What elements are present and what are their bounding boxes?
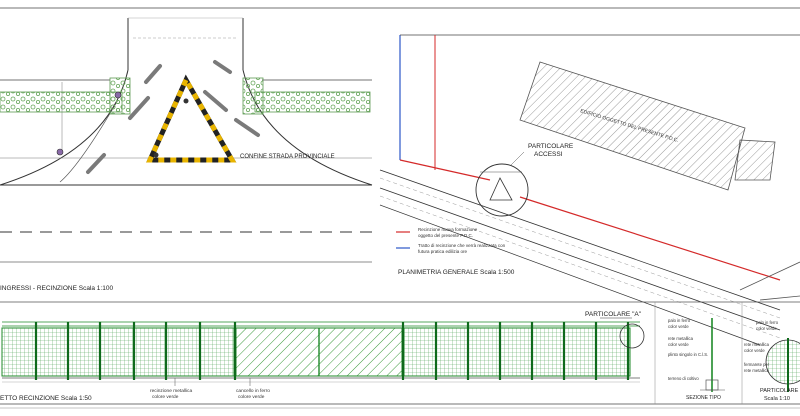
cancello-label: cancello in ferro (236, 388, 270, 394)
det-label-5: fermarete per (744, 362, 770, 367)
detail-a-circle (619, 323, 645, 349)
site-plan: EDIFICIO OGGETTO DEL PRESENTE P.D.C. PAR… (379, 34, 800, 346)
sec-label-4: color verde (668, 342, 689, 347)
traffic-arrows (86, 60, 260, 174)
legend-blue-text: Tratto di recinzione che verrà realizzat… (418, 243, 506, 248)
detail-title: PARTICOLARE (760, 388, 799, 394)
recinzione-label-2: colore verde (152, 394, 179, 400)
red-fence-line (399, 159, 491, 181)
accessi-detail-circle (475, 163, 529, 217)
prospetto-title: ETTO RECINZIONE Scala 1:50 (0, 395, 92, 402)
det-label-1: palo in ferro (756, 320, 779, 325)
legend-blue-text-2: futura pratica edilizia ore (418, 249, 468, 254)
det-label-4: color verde (744, 348, 765, 353)
det-label-2: color verde (756, 326, 777, 331)
sec-label-6: terreno di coltivo (668, 376, 699, 381)
planimetria-title: PLANIMETRIA GENERALE Scala 1:500 (398, 269, 515, 276)
legend-red-text: Recinzione nuova formazione (418, 227, 478, 232)
particolare-a-label: PARTICOLARE "A" (585, 311, 642, 318)
sezione-tipo-title: SEZIONE TIPO (686, 395, 721, 401)
building (519, 61, 746, 191)
ingressi-title: INGRESSI - RECINZIONE Scala 1:100 (0, 285, 113, 292)
entrance-plan: CONFINE STRADA PROVINCIALE INGRESSI - RE… (0, 17, 373, 292)
cancello-label-2: colore verde (238, 394, 265, 400)
hedge-left (0, 91, 123, 113)
accessi-label-1: PARTICOLARE (528, 143, 574, 150)
fence-mesh-left (1, 327, 235, 377)
recinzione-label: recinzione metallica (150, 388, 192, 394)
accessi-label-2: ACCESSI (534, 151, 563, 158)
sec-label-1: palo in ferro (668, 318, 691, 323)
traffic-island (146, 74, 237, 163)
detail-circle (765, 339, 800, 385)
fence-posts (34, 322, 630, 380)
sec-label-2: color verde (668, 324, 689, 329)
legend: Recinzione nuova formazione oggetto del … (396, 227, 506, 254)
sec-label-3: rete metallica (668, 336, 694, 341)
sec-label-5: plinto singolo in C.l.S. (668, 352, 708, 357)
det-label-6: rete metallica (744, 368, 770, 373)
sezione-tipo: palo in ferro color verde rete metallica… (668, 318, 725, 401)
fence-elevation: PARTICOLARE "A" recinzione metallica col… (0, 311, 645, 402)
particolare-detail: palo in ferro color verde rete metallica… (744, 320, 800, 402)
detail-scale: Scala 1:10 (764, 396, 790, 402)
confine-label: CONFINE STRADA PROVINCIALE (240, 154, 335, 160)
det-label-3: rete metallica (744, 342, 770, 347)
legend-red-text-2: oggetto del presente P.D.C. (418, 233, 473, 238)
